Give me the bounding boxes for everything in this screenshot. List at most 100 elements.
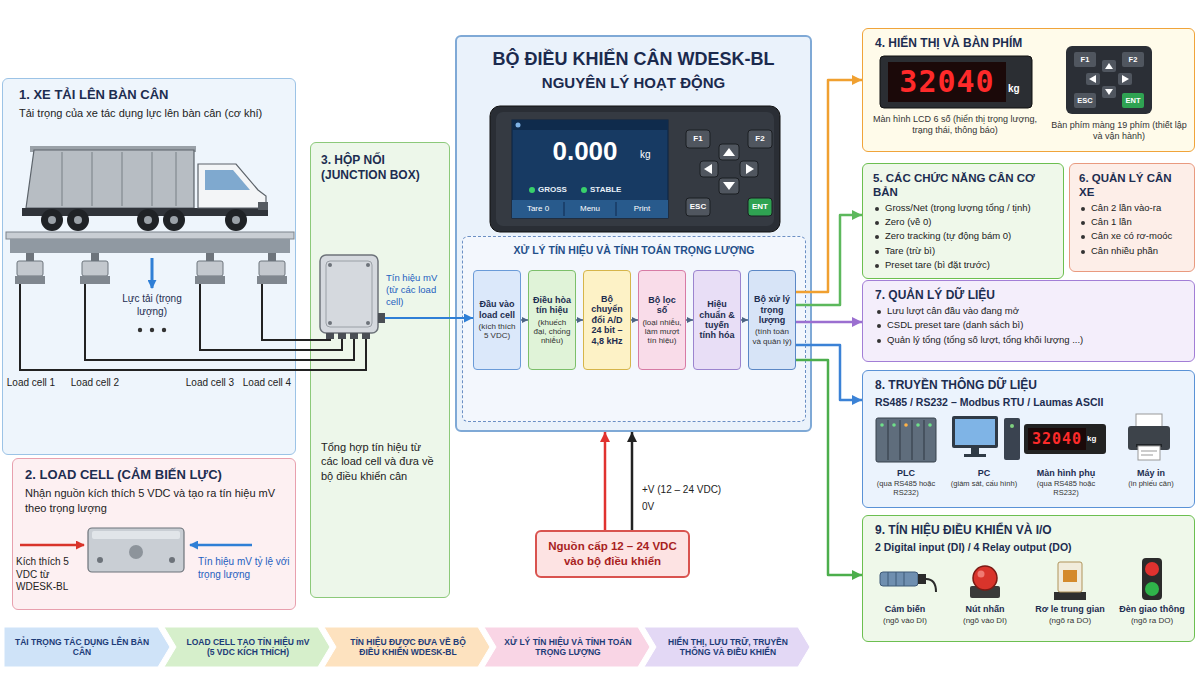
node-text: CSDL preset tare (danh sách bì)	[887, 319, 1182, 331]
keypad-icon	[1105, 89, 1113, 95]
list-item: Zero tracking (tự động bám 0)	[873, 230, 1053, 242]
lcd-display-icon	[888, 62, 1006, 102]
load-cell-symbol	[197, 261, 223, 276]
junction-box-symbol	[366, 263, 370, 267]
node-heading: Bộ xử lý trọng lượng	[752, 294, 792, 325]
node-text: Cân 1 lần	[1091, 216, 1185, 228]
label-text: Máy in	[1110, 468, 1192, 479]
truck-illustration	[30, 146, 196, 152]
text-row: 8. TRUYỀN THÔNG DỮ LIỆU	[875, 378, 1182, 393]
load-cell-symbol	[195, 276, 225, 284]
label-text: (qua RS485 hoặc RS232)	[866, 479, 946, 498]
label-text: (ngõ vào DI)	[946, 616, 1024, 626]
node-heading: Đầu vào load cell	[477, 299, 517, 320]
node-text: Zero (về 0)	[885, 216, 1053, 228]
load-cell-closeup	[88, 528, 184, 572]
junction-box-symbol	[378, 313, 385, 323]
weighbridge-platform	[6, 232, 294, 253]
text-row: Hiệu chuẩn & tuyến tính hóa	[697, 299, 737, 340]
node-text: Tải trọng của xe tác dụng lực lên bàn câ…	[19, 106, 279, 120]
label-text: STABLE	[590, 184, 642, 196]
node-heading: LOAD CELL TẠO TÍN HIỆU mV (5 VDC KÍCH TH…	[182, 637, 314, 657]
controller-device	[512, 120, 668, 130]
process-block: Đầu vào load cell (kích thích 5 VDC)	[473, 270, 521, 370]
pc-icon	[1010, 424, 1014, 428]
node-text: RS485 / RS232 – Modbus RTU / Laumas ASCI…	[875, 396, 1182, 409]
bullet-dot	[875, 221, 879, 225]
label-text: Tare 0	[512, 200, 564, 218]
connector-arrow	[796, 80, 862, 292]
truck-illustration	[205, 170, 250, 190]
printer-icon	[1136, 414, 1162, 428]
junction-box-symbol	[326, 333, 334, 339]
node-heading: 8. TRUYỀN THÔNG DỮ LIỆU	[875, 378, 1182, 393]
printer-icon	[1141, 451, 1157, 455]
keypad-icon	[1122, 75, 1129, 83]
label-text: Load cell 3	[183, 377, 237, 390]
text-row: 2 Digital input (DI) / 4 Relay output (D…	[875, 541, 1182, 554]
node-text: Nhận nguồn kích thích 5 VDC và tạo ra tí…	[25, 486, 283, 515]
load-cell-wire	[85, 284, 354, 360]
text-row: HIỂN THỊ, LƯU TRỮ, TRUYỀN THÔNG VÀ ĐIỀU …	[662, 637, 794, 657]
power-supply-box: Nguồn cấp 12 – 24 VDC vào bộ điều khiển	[535, 530, 690, 578]
node-text: Tổng hợp tín hiệu từ các load cell và đư…	[321, 440, 439, 483]
keypad-icon	[1074, 93, 1096, 108]
pc-icon	[952, 416, 1020, 460]
process-block: Bộ chuyển đổi A/D 24 bit – 4,8 kHz	[583, 270, 631, 370]
text-row: (khuếch đại, chống nhiễu)	[532, 316, 572, 346]
keypad-icon	[1105, 63, 1113, 69]
connector-label: Tín hiệu mV (từ các load cell)	[386, 272, 448, 308]
junction-box-symbol	[366, 321, 370, 325]
excitation-arrow	[20, 544, 84, 547]
node-text: (khuếch đại, chống nhiễu)	[532, 318, 572, 346]
load-cell-closeup	[88, 528, 184, 572]
keypad-icon	[1086, 73, 1100, 85]
plc-icon	[876, 418, 936, 462]
push-button-icon	[970, 586, 1000, 598]
push-button-icon	[973, 566, 997, 590]
connector-label: 0V	[642, 501, 682, 514]
text-row: Tổng hợp tín hiệu từ các load cell và đư…	[321, 440, 439, 483]
node-heading: XỬ LÝ TÍN HIỆU VÀ TÍNH TOÁN TRỌNG LƯỢNG	[502, 637, 634, 657]
junction-box-symbol	[328, 263, 332, 267]
label-text: Cảm biến	[864, 604, 946, 615]
connector-arrow	[604, 432, 607, 530]
controller-device	[686, 198, 710, 216]
plc-icon	[904, 423, 908, 427]
text-row: Bộ xử lý trọng lượng	[752, 294, 792, 325]
junction-box-symbol	[320, 255, 378, 333]
node-text: Cân 2 lần vào-ra	[1091, 202, 1185, 214]
label-text: F2	[1122, 52, 1144, 67]
truck-illustration	[48, 216, 56, 224]
load-cell-symbol	[17, 261, 43, 276]
process-block: Bộ xử lý trọng lượng(tính toán và quản l…	[748, 270, 796, 370]
load-cell-symbol	[268, 253, 276, 261]
label-text: 32040	[888, 62, 1006, 102]
truck-illustration	[137, 209, 159, 231]
node-heading: 5. CÁC CHỨC NĂNG CÂN CƠ BẢN	[873, 171, 1053, 200]
weighbridge-platform	[6, 232, 294, 239]
label-text: 0.000	[530, 136, 640, 166]
list-item: Zero (về 0)	[873, 216, 1053, 228]
load-cell-wire	[20, 284, 366, 370]
controller-device	[516, 123, 521, 128]
text-row: LOAD CELL TẠO TÍN HIỆU mV (5 VDC KÍCH TH…	[182, 637, 314, 657]
label-text: (in phiếu cân)	[1110, 479, 1192, 488]
plc-icon	[876, 418, 936, 462]
node-heading: Điều hòa tín hiệu	[532, 295, 572, 316]
bullet-dot	[877, 339, 881, 343]
label-text: F1	[1074, 52, 1096, 67]
load-cell-symbol	[80, 276, 110, 284]
process-block: Điều hòa tín hiệu(khuếch đại, chống nhiễ…	[528, 270, 576, 370]
more-load-cells-dots	[162, 328, 166, 332]
load-cell-closeup	[92, 531, 180, 539]
connector-arrow	[796, 215, 862, 305]
list-item: Gross/Net (trọng lượng tổng / tịnh)	[873, 202, 1053, 214]
lcd-display-icon	[880, 56, 1032, 108]
push-button-icon	[970, 566, 1000, 598]
relay-icon	[1058, 562, 1082, 592]
label-text: ESC	[686, 198, 710, 216]
node-text: (kích thích 5 VDC)	[477, 322, 517, 340]
bullet-dot	[877, 310, 881, 314]
text-row: BỘ ĐIỀU KHIỂN CÂN WDESK-BL	[463, 49, 804, 71]
